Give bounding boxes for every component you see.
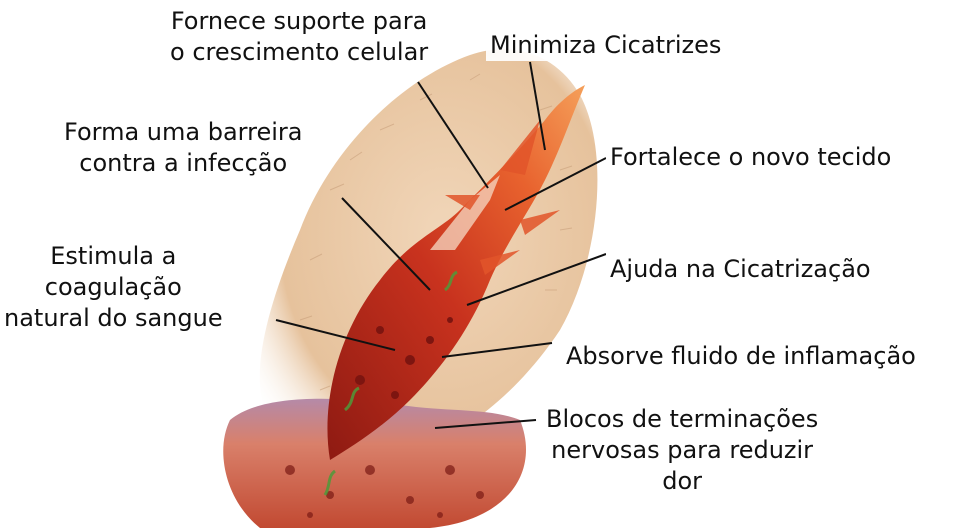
label-healing: Ajuda na Cicatrização [606,254,875,285]
label-support: Fornece suporte para o crescimento celul… [166,6,432,68]
label-barrier-line-2: contra a infecção [64,148,302,179]
label-scars-line-1: Minimiza Cicatrizes [490,30,721,61]
label-coagulation-line-3: natural do sangue [4,303,223,334]
label-barrier-line-1: Forma uma barreira [64,117,302,148]
label-barrier: Forma uma barreira contra a infecção [60,117,306,179]
label-strengthen: Fortalece o novo tecido [606,142,895,173]
label-coagulation-line-2: coagulação [4,272,223,303]
label-support-line-1: Fornece suporte para [170,6,428,37]
label-scars: Minimiza Cicatrizes [486,30,725,61]
label-coagulation: Estimula a coagulação natural do sangue [0,241,227,334]
label-strengthen-line-1: Fortalece o novo tecido [610,142,891,173]
label-coagulation-line-1: Estimula a [4,241,223,272]
label-nerve-line-2: nervosas para reduzir [546,435,818,466]
label-support-line-2: o crescimento celular [170,37,428,68]
label-fluid-line-1: Absorve fluido de inflamação [566,341,916,372]
label-healing-line-1: Ajuda na Cicatrização [610,254,871,285]
label-nerve: Blocos de terminações nervosas para redu… [542,404,822,497]
label-nerve-line-3: dor [546,466,818,497]
label-nerve-line-1: Blocos de terminações [546,404,818,435]
label-fluid: Absorve fluido de inflamação [562,341,920,372]
